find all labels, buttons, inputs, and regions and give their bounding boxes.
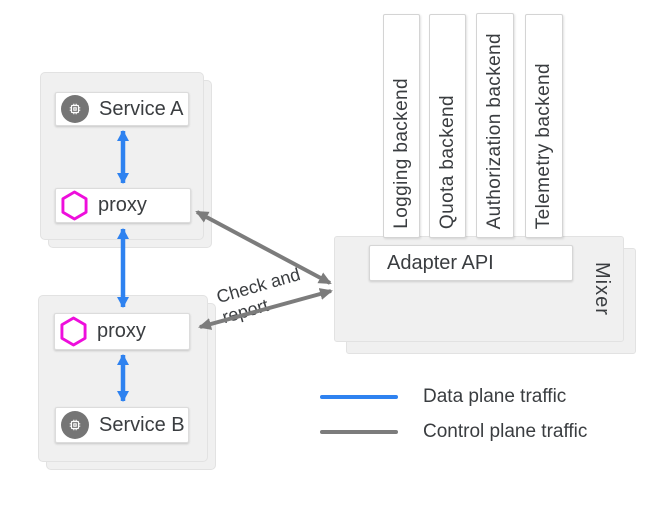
chip-icon [61,411,89,439]
adapter-api-label: Adapter API [387,251,494,274]
legend-data-plane-line [320,395,398,399]
legend-control-plane-label: Control plane traffic [423,421,588,442]
proxy-a-label: proxy [98,194,147,216]
service-b-label: Service B [99,413,185,436]
proxy-b-node: proxy [54,313,190,350]
service-b-node: Service B [55,407,189,443]
legend-data-plane-label: Data plane traffic [423,386,567,407]
backend-bar-logging: Logging backend [383,14,420,238]
proxy-b-label: proxy [97,320,146,342]
backend-bar-authorization: Authorization backend [476,13,514,238]
adapter-api-node: Adapter API [369,245,573,281]
backend-label-logging: Logging backend [390,78,412,229]
control-plane-arrow-proxy-a-mixer [195,210,332,285]
hexagon-icon [60,316,87,347]
mixer-label: Mixer [591,262,613,316]
backend-bar-quota: Quota backend [429,14,466,238]
service-a-node: Service A [55,92,189,126]
legend-control-plane-line [320,430,398,434]
backend-label-authorization: Authorization backend [484,32,505,229]
chip-icon [61,95,89,123]
check-and-report-label: Check and report [214,264,308,328]
backend-bar-telemetry: Telemetry backend [525,14,563,238]
service-a-label: Service A [99,97,184,120]
backend-label-telemetry: Telemetry backend [533,62,554,229]
proxy-a-node: proxy [55,188,191,223]
backend-label-quota: Quota backend [436,94,458,229]
hexagon-icon [61,190,88,221]
